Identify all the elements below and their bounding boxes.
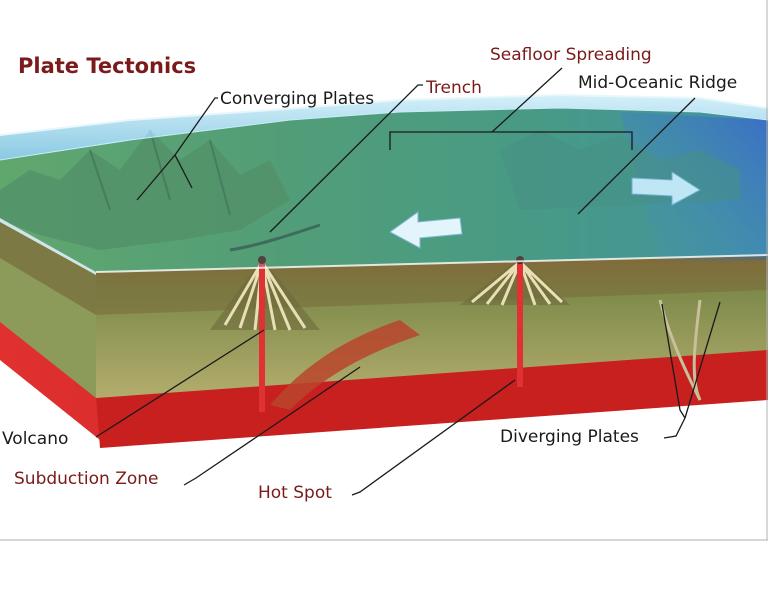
subducting-plate bbox=[270, 320, 420, 410]
seafloor-spreading-bracket bbox=[389, 131, 633, 150]
label-trench: Trench bbox=[425, 78, 482, 98]
label-diverging-plates: Diverging Plates bbox=[500, 427, 639, 447]
label-volcano: Volcano bbox=[2, 429, 68, 449]
volcano-conduit bbox=[259, 262, 265, 412]
terrain-surface bbox=[0, 108, 768, 412]
plate-motion-arrows bbox=[389, 171, 701, 249]
label-converging-plates: Converging Plates bbox=[220, 89, 374, 109]
label-hot-spot: Hot Spot bbox=[258, 483, 332, 503]
hotspot-conduit bbox=[517, 262, 523, 387]
label-seafloor-spreading: Seafloor Spreading bbox=[490, 45, 652, 65]
trench-line bbox=[229, 223, 321, 252]
mantle-layer bbox=[0, 318, 768, 448]
label-mid-oceanic-ridge: Mid-Oceanic Ridge bbox=[578, 73, 737, 93]
arrow-right-icon bbox=[631, 171, 701, 206]
diagram-title: Plate Tectonics bbox=[18, 54, 196, 78]
arrow-left-icon bbox=[389, 211, 463, 249]
label-subduction-zone: Subduction Zone bbox=[14, 469, 159, 489]
leader-lines bbox=[95, 67, 721, 496]
